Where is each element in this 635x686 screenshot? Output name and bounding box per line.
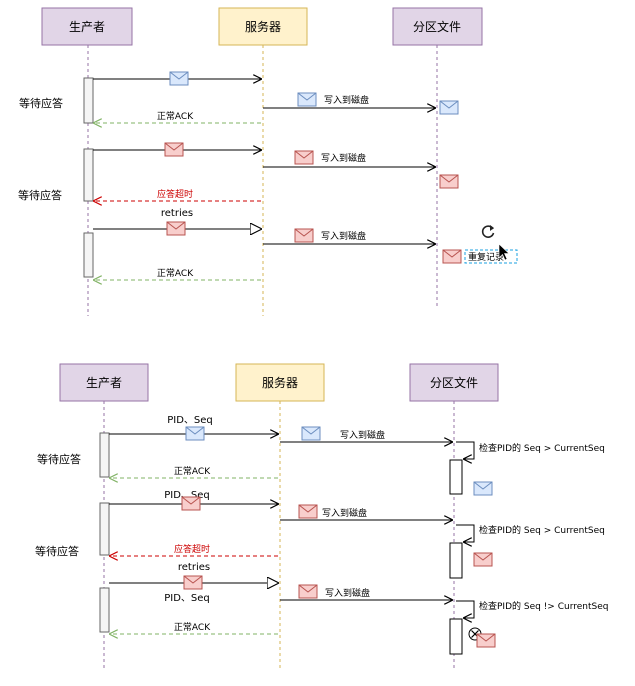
mouse-cursor-icon [498,243,510,261]
bottom-participant-server: 服务器 [235,363,325,402]
top-wait-label-1: 等待应答 [19,96,63,110]
envelope-icon [169,71,189,86]
top-participant-producer-label: 生产者 [69,20,105,34]
top-write-label-1: 写入到磁盘 [324,94,369,106]
top-activation-2 [83,148,94,202]
bottom-participant-partition: 分区文件 [409,363,499,402]
bottom-self-check-3-arrow [456,600,475,618]
top-participant-partition: 分区文件 [392,7,483,46]
envelope-icon [294,228,314,243]
bottom-timeout-label: 应答超时 [174,543,210,555]
envelope-icon [166,221,186,236]
envelope-icon [439,100,459,115]
envelope-icon [181,496,201,511]
bottom-activation-1 [99,432,110,478]
bottom-partition-activation-3 [449,618,463,655]
bottom-pidseq-label-3: PID、Seq [164,593,210,604]
bottom-write-label-2: 写入到磁盘 [322,507,367,519]
bottom-participant-server-label: 服务器 [262,375,298,390]
top-write-label-3: 写入到磁盘 [321,230,366,242]
top-participant-partition-label: 分区文件 [413,19,461,34]
envelope-icon [183,575,203,590]
bottom-partition-activation-2 [449,542,463,579]
top-write-label-2: 写入到磁盘 [321,152,366,164]
envelope-icon [473,481,493,496]
refresh-icon[interactable] [481,225,495,238]
envelope-icon [442,249,462,264]
bottom-self-check-2-arrow [456,524,475,542]
bottom-pidseq-label-1: PID、Seq [167,415,213,426]
bottom-wait-label-1: 等待应答 [37,452,81,466]
envelope-icon [297,92,317,107]
envelope-icon [476,633,496,648]
bottom-wait-label-2: 等待应答 [35,544,79,558]
envelope-icon [439,174,459,189]
envelope-icon [298,504,318,519]
top-participant-server: 服务器 [218,7,308,46]
bottom-retries-label: retries [178,562,210,573]
bottom-write-label-1: 写入到磁盘 [340,429,385,441]
top-duplicate-box [464,249,518,264]
top-activation-1 [83,77,94,124]
envelope-icon [294,150,314,165]
envelope-icon [301,426,321,441]
bottom-check-label-3: 检查PID的 Seq !> CurrentSeq [479,600,608,612]
envelope-icon [473,552,493,567]
bottom-partition-activation-1 [449,459,463,495]
top-participant-producer: 生产者 [41,7,133,46]
bottom-ack-label-2: 正常ACK [174,621,211,633]
top-participant-server-label: 服务器 [245,19,281,34]
top-ack-label-2: 正常ACK [157,267,194,279]
bottom-diagram: 生产者 服务器 分区文件 等待应答 等待应答 PID、Seq 写 [35,363,608,670]
envelope-icon [298,584,318,599]
bottom-self-check-1-arrow [456,441,475,459]
top-timeout-label: 应答超时 [157,188,193,200]
bottom-check-label-2: 检查PID的 Seq > CurrentSeq [479,524,605,536]
top-duplicate-label: 重复记录 [468,251,504,263]
bottom-write-label-3: 写入到磁盘 [325,587,370,599]
top-wait-label-2: 等待应答 [18,188,62,202]
bottom-check-label-1: 检查PID的 Seq > CurrentSeq [479,442,605,454]
envelope-icon [164,142,184,157]
bottom-pidseq-label-2: PID、Seq [164,490,210,501]
bottom-activation-2 [99,502,110,556]
top-activation-3 [83,232,94,278]
bottom-participant-producer: 生产者 [59,363,149,402]
bottom-ack-label-1: 正常ACK [174,465,211,477]
top-retries-label: retries [161,208,193,219]
envelope-icon [185,426,205,441]
bottom-activation-3 [99,587,110,633]
top-ack-label-1: 正常ACK [157,110,194,122]
bottom-participant-producer-label: 生产者 [86,376,122,390]
bottom-participant-partition-label: 分区文件 [430,375,478,390]
top-diagram: 生产者 服务器 分区文件 等待应答 等待应答 写入到磁盘 正常ACK [18,7,518,316]
